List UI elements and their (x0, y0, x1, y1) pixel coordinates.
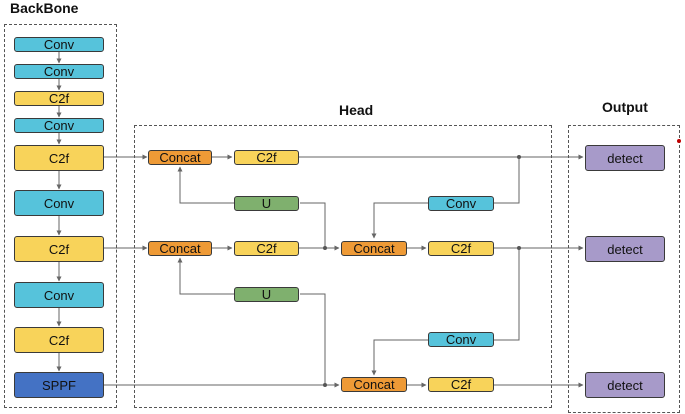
backbone-conv-4: Conv (14, 190, 104, 216)
backbone-conv-5: Conv (14, 282, 104, 308)
head-title: Head (339, 102, 374, 118)
head-concat-3: Concat (341, 241, 407, 256)
backbone-conv-3: Conv (14, 118, 104, 133)
backbone-c2f-4: C2f (14, 327, 104, 353)
backbone-c2f-3: C2f (14, 236, 104, 262)
backbone-conv-2: Conv (14, 64, 104, 79)
output-detect-2: detect (585, 236, 665, 262)
head-frame (134, 125, 552, 408)
backbone-conv-1: Conv (14, 37, 104, 52)
head-concat-1: Concat (148, 150, 212, 165)
head-c2f-3: C2f (428, 241, 494, 256)
output-detect-1: detect (585, 145, 665, 171)
head-concat-4: Concat (341, 377, 407, 392)
head-c2f-1: C2f (234, 150, 299, 165)
output-frame (568, 125, 680, 413)
output-detect-3: detect (585, 372, 665, 398)
head-upsample-1: U (234, 196, 299, 211)
head-c2f-4: C2f (428, 377, 494, 392)
head-conv-1: Conv (428, 196, 494, 211)
backbone-sppf: SPPF (14, 372, 104, 398)
head-c2f-2: C2f (234, 241, 299, 256)
head-concat-2: Concat (148, 241, 212, 256)
backbone-title: BackBone (10, 0, 79, 16)
backbone-c2f-2: C2f (14, 145, 104, 171)
marker-dot (677, 139, 681, 143)
output-title: Output (602, 99, 648, 115)
backbone-c2f-1: C2f (14, 91, 104, 106)
head-upsample-2: U (234, 287, 299, 302)
head-conv-2: Conv (428, 332, 494, 347)
backbone-frame (4, 24, 117, 408)
